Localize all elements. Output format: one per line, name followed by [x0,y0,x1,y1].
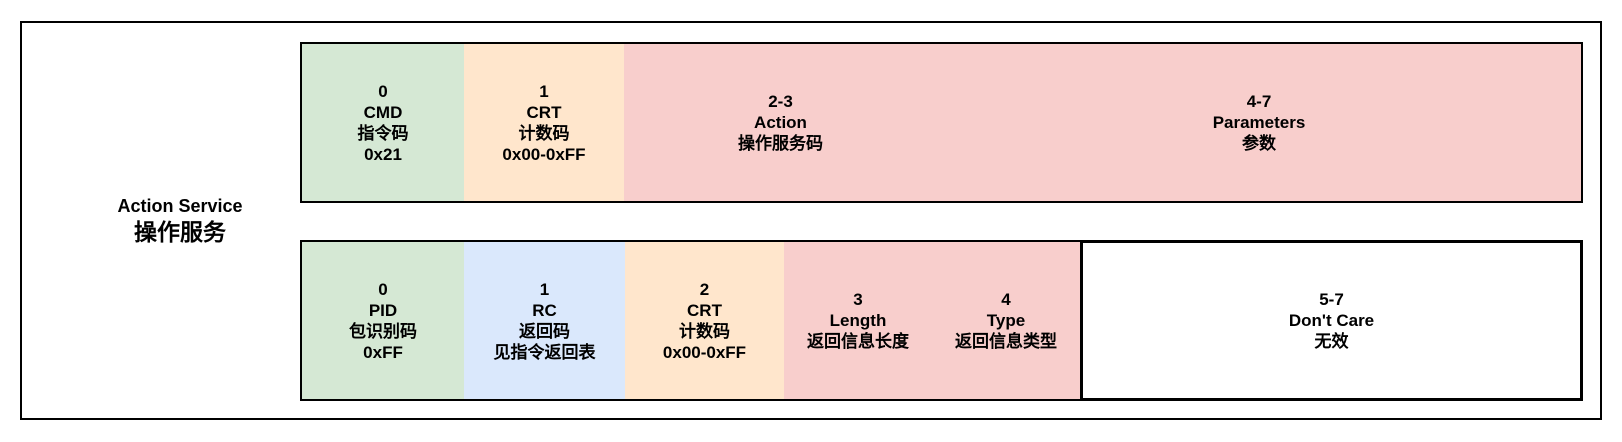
field-name: CRT [526,102,562,122]
byte-cell-crt: 1 CRT 计数码 0x00-0xFF [464,44,624,201]
command-packet-row: 0 CMD 指令码 0x21 1 CRT 计数码 0x00-0xFF 2-3 A… [300,42,1583,203]
field-value: 见指令返回表 [493,342,596,362]
field-value: 0x21 [364,144,402,164]
byte-cell-parameters: 4-7 Parameters 参数 [937,44,1581,201]
field-name-zh: 返回信息类型 [955,332,1057,351]
field-name: Parameters [1212,113,1306,132]
byte-index: 4-7 [1246,92,1272,111]
byte-index: 1 [539,81,549,101]
byte-cell-cmd: 0 CMD 指令码 0x21 [302,44,464,201]
byte-index: 0 [378,279,388,299]
field-name-zh: 计数码 [518,123,570,143]
byte-cell-length: 3 Length 返回信息长度 [784,242,932,399]
field-name-zh: 包识别码 [349,321,417,341]
byte-cell-dont-care: 5-7 Don't Care 无效 [1080,240,1583,401]
field-name-zh: 操作服务码 [738,134,823,153]
field-name: Action [754,113,807,132]
byte-cell-rc: 1 RC 返回码 见指令返回表 [464,242,625,399]
byte-cell-pid: 0 PID 包识别码 0xFF [302,242,464,399]
field-name: CMD [363,102,403,122]
byte-index: 0 [378,81,388,101]
field-name: PID [368,300,398,320]
field-value: 0x00-0xFF [662,342,747,362]
byte-index: 1 [539,279,550,299]
byte-cell-type: 4 Type 返回信息类型 [932,242,1080,399]
field-name: CRT [687,300,722,320]
byte-index: 5-7 [1319,290,1344,309]
field-name-zh: 返回码 [519,321,570,341]
byte-cell-action: 2-3 Action 操作服务码 [624,44,937,201]
field-name: Don't Care [1288,311,1375,330]
service-name-zh: 操作服务 [134,219,226,245]
service-label: Action Service 操作服务 [60,195,300,247]
field-name: RC [532,300,557,320]
field-value: 0x00-0xFF [502,144,586,164]
field-value: 0xFF [363,342,403,362]
byte-index: 2-3 [768,92,793,111]
field-name: Type [986,311,1026,330]
field-name-zh: 指令码 [357,123,409,143]
field-name-zh: 无效 [1314,332,1349,351]
outer-frame: Action Service 操作服务 0 CMD 指令码 0x21 1 CRT… [20,21,1602,420]
service-name-en: Action Service [117,196,243,216]
byte-cell-crt-response: 2 CRT 计数码 0x00-0xFF [625,242,784,399]
byte-index: 2 [699,279,710,299]
field-name: Length [829,311,887,330]
field-name-zh: 计数码 [679,321,730,341]
byte-index: 4 [1001,290,1011,309]
response-packet-row: 0 PID 包识别码 0xFF 1 RC 返回码 见指令返回表 2 CRT 计数… [300,240,1583,401]
field-name-zh: 返回信息长度 [807,332,909,351]
field-name-zh: 参数 [1242,134,1276,153]
byte-index: 3 [853,290,863,309]
